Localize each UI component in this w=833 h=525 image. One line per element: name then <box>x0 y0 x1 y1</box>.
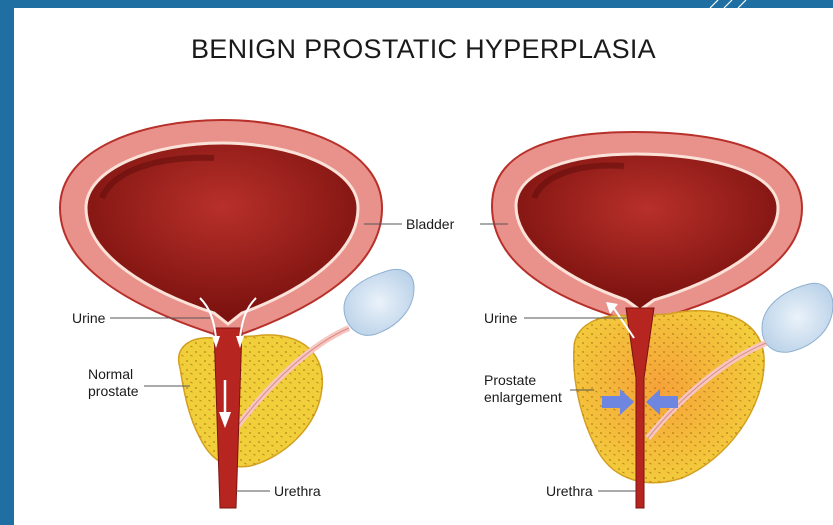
normal-bladder <box>60 120 382 348</box>
label-urethra-normal: Urethra <box>274 483 321 500</box>
seminal-vesicle-right <box>762 283 833 352</box>
label-urine-bph: Urine <box>484 310 517 327</box>
left-accent-bar <box>0 0 14 525</box>
top-accent-stripes <box>690 0 833 8</box>
bph-diagram <box>14 8 833 525</box>
seminal-vesicle-left <box>344 269 414 335</box>
bph-bladder <box>492 132 802 334</box>
label-bladder: Bladder <box>406 216 454 233</box>
normal-prostate <box>179 335 323 467</box>
label-urine-normal: Urine <box>72 310 105 327</box>
label-urethra-bph: Urethra <box>546 483 593 500</box>
label-prostate-enlargement: Prostate enlargement <box>484 372 562 406</box>
illustration-frame: BENIGN PROSTATIC HYPERPLASIA <box>14 8 833 525</box>
label-normal-prostate: Normal prostate <box>88 366 139 400</box>
